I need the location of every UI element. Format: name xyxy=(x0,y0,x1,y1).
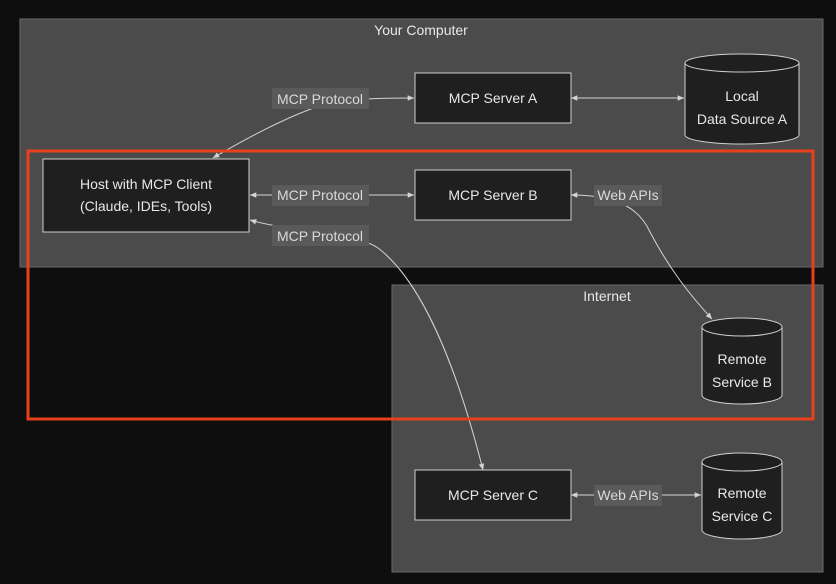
edge-label-host-b: MCP Protocol xyxy=(272,185,369,206)
node-server-c: MCP Server C xyxy=(414,469,572,521)
svg-text:MCP Server A: MCP Server A xyxy=(449,90,538,106)
edge-label-b-remote: Web APIs xyxy=(594,185,662,206)
svg-text:MCP Protocol: MCP Protocol xyxy=(277,228,363,244)
edge-label-host-c: MCP Protocol xyxy=(272,225,369,246)
svg-text:Service C: Service C xyxy=(712,508,773,524)
svg-text:Local: Local xyxy=(725,88,758,104)
cluster-internet-title: Internet xyxy=(583,288,631,304)
svg-text:Web APIs: Web APIs xyxy=(597,187,658,203)
svg-text:Service B: Service B xyxy=(712,374,772,390)
node-remote-service-c: Remote Service C xyxy=(701,452,783,540)
edge-label-c-remote: Web APIs xyxy=(594,485,662,506)
svg-text:Remote: Remote xyxy=(717,485,766,501)
node-remote-service-b: Remote Service B xyxy=(701,317,783,405)
svg-text:Web APIs: Web APIs xyxy=(597,487,658,503)
svg-text:MCP Protocol: MCP Protocol xyxy=(277,91,363,107)
node-host: Host with MCP Client (Claude, IDEs, Tool… xyxy=(42,158,250,233)
svg-text:MCP Server B: MCP Server B xyxy=(448,187,537,203)
node-local-data-source: Local Data Source A xyxy=(684,53,800,145)
node-host-line-1: Host with MCP Client xyxy=(80,176,212,192)
svg-text:Remote: Remote xyxy=(717,351,766,367)
cluster-your-computer-title: Your Computer xyxy=(374,22,468,38)
edge-label-host-a: MCP Protocol xyxy=(272,88,369,109)
svg-text:Data Source A: Data Source A xyxy=(697,111,788,127)
svg-text:MCP Protocol: MCP Protocol xyxy=(277,187,363,203)
node-server-a: MCP Server A xyxy=(414,72,572,124)
node-host-line-2: (Claude, IDEs, Tools) xyxy=(80,198,212,214)
node-server-b: MCP Server B xyxy=(414,169,572,221)
highlight-box xyxy=(26,149,815,421)
svg-text:MCP Server C: MCP Server C xyxy=(448,487,538,503)
